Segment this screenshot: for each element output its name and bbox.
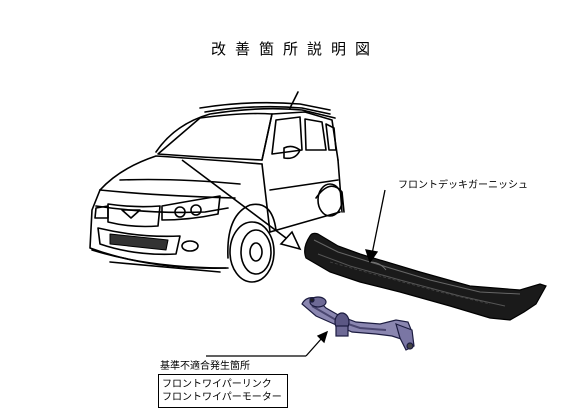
part-wiper-link: フロントワイパーリンク bbox=[162, 379, 272, 390]
arrowhead-icon bbox=[279, 230, 302, 251]
garnish-leader bbox=[365, 189, 386, 264]
pointer-arrow bbox=[181, 159, 295, 245]
page-title: 改善箇所説明図 bbox=[210, 40, 379, 58]
garnish-label: フロントデッキガーニッシュ bbox=[398, 180, 528, 191]
defect-location-label: 基準不適合発生箇所 bbox=[160, 361, 250, 372]
front-deck-garnish-part bbox=[304, 232, 547, 321]
part-wiper-motor: フロントワイパーモーター bbox=[162, 392, 282, 403]
wiper-linkage-part bbox=[301, 296, 415, 351]
defect-leader bbox=[206, 330, 329, 357]
defect-parts-box: フロントワイパーリンク フロントワイパーモーター bbox=[158, 374, 288, 408]
suv-illustration bbox=[89, 91, 345, 283]
